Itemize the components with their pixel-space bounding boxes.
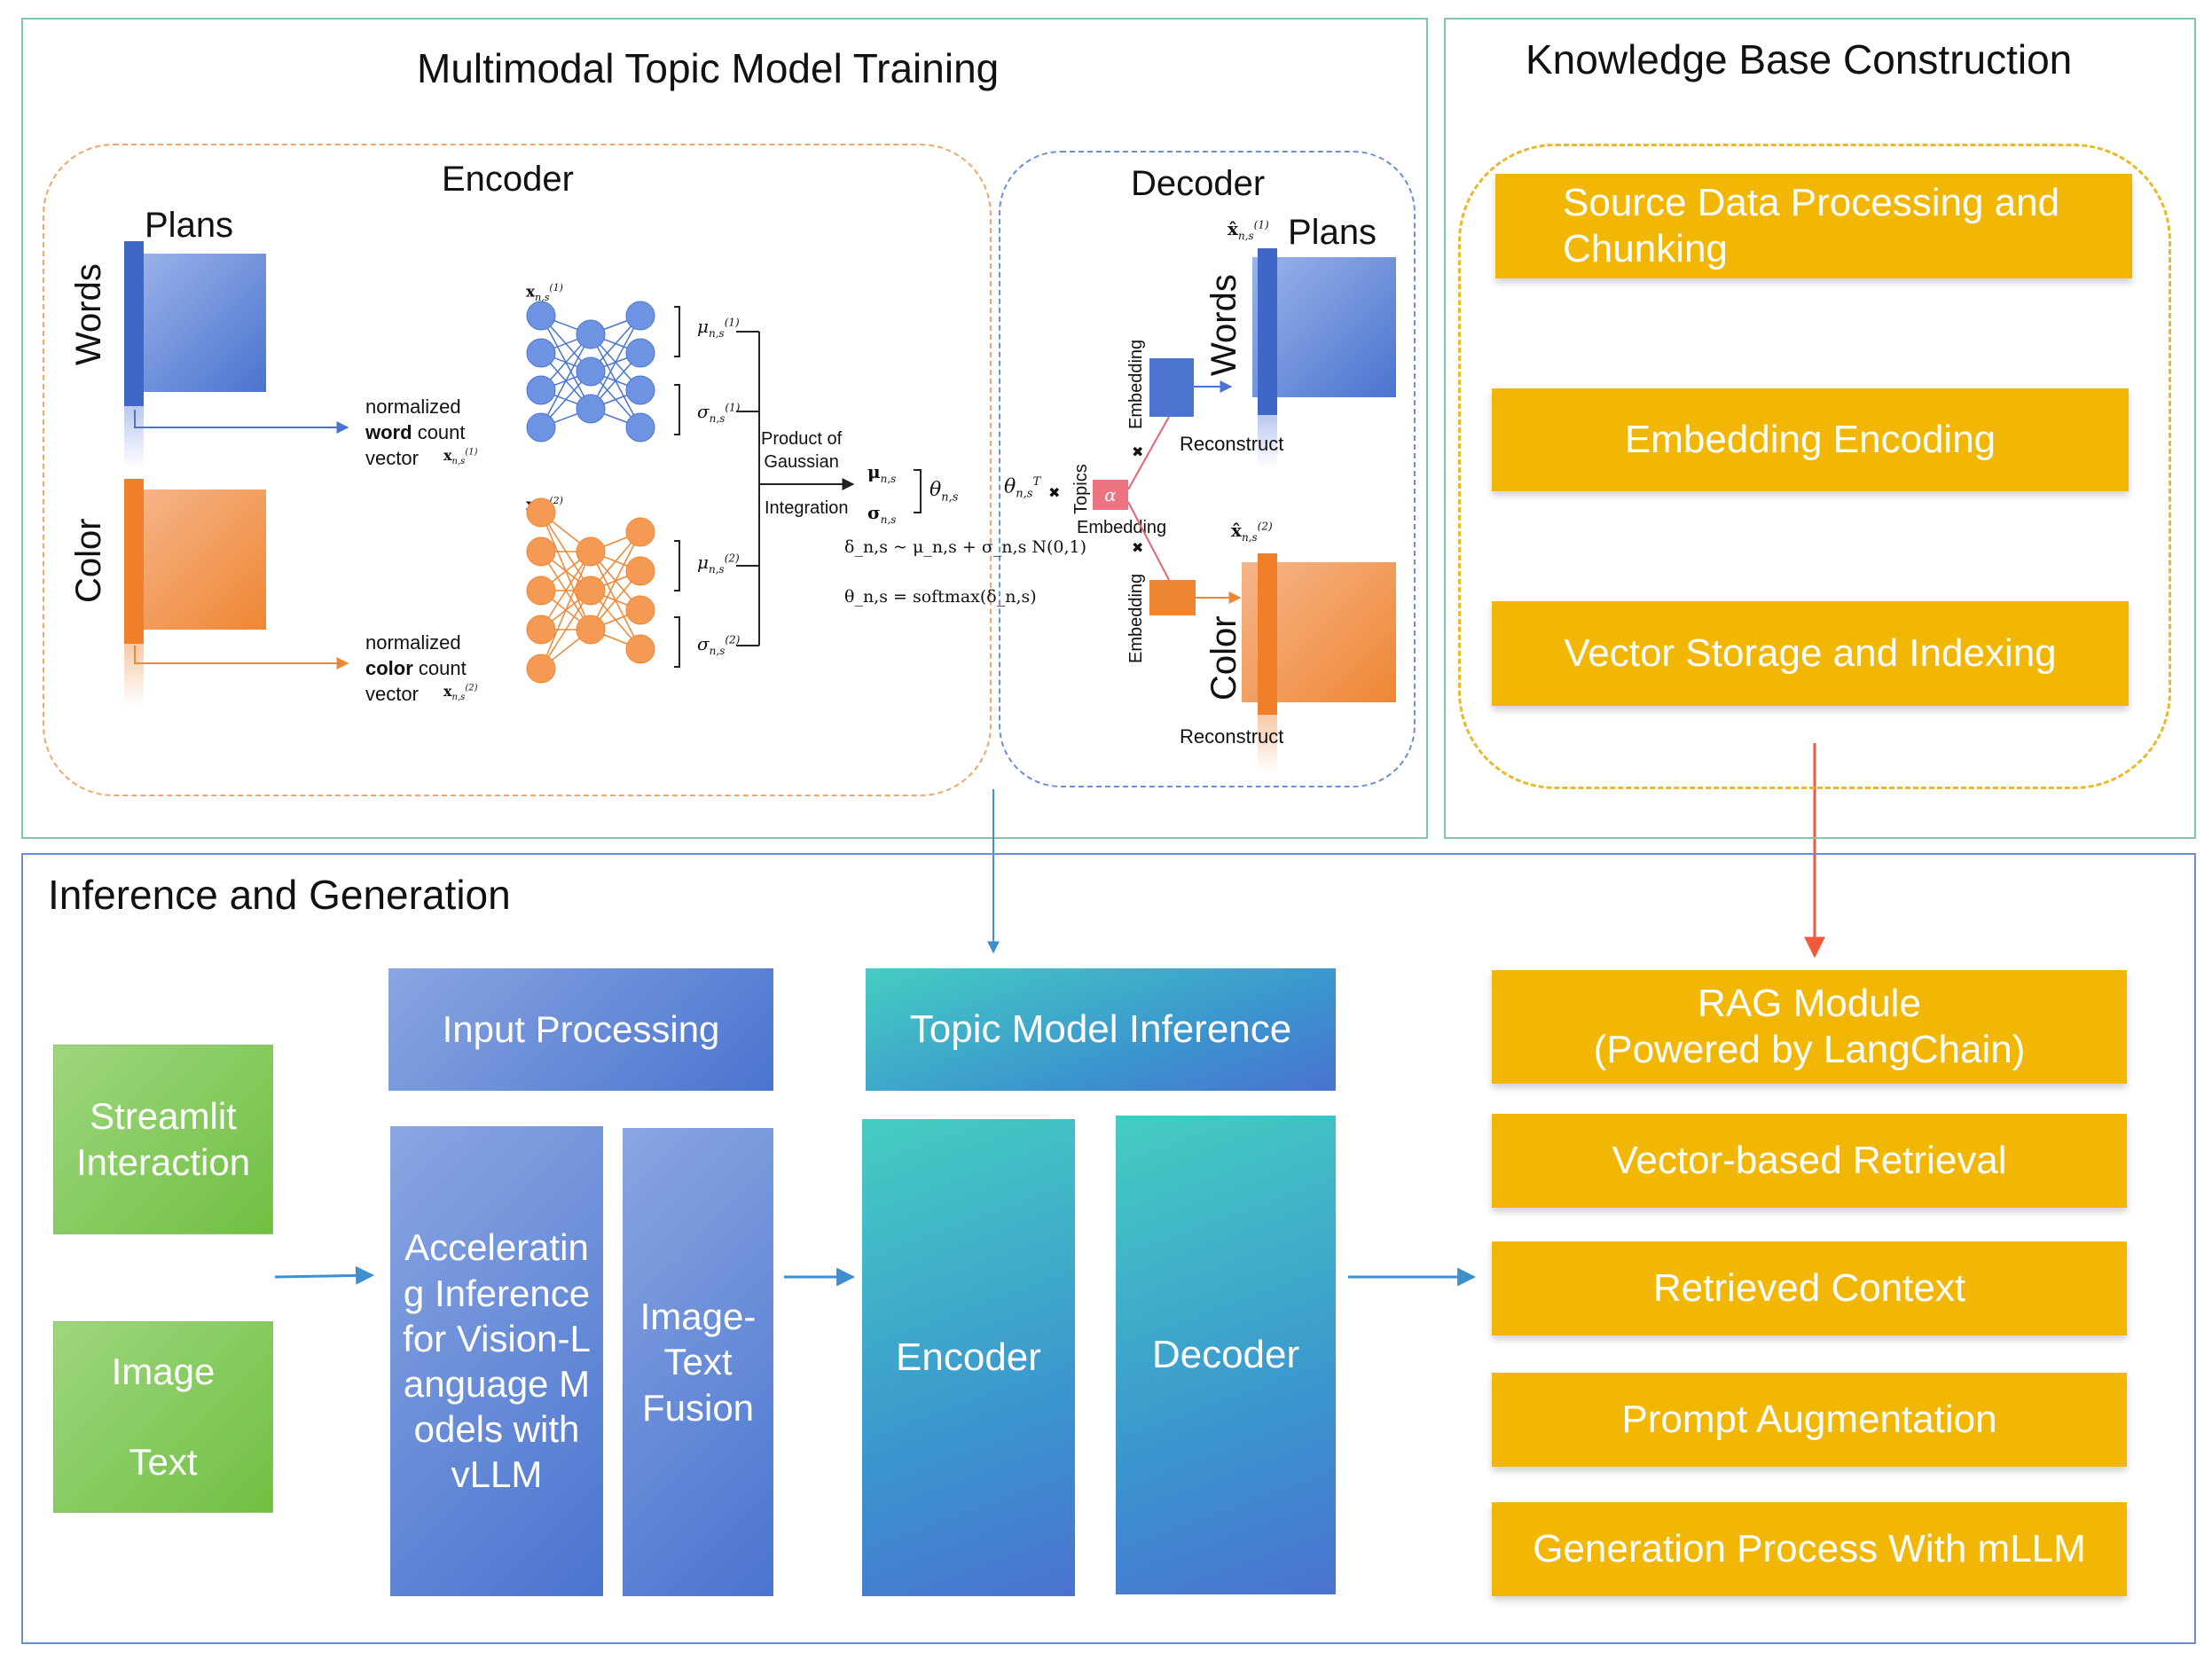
times-icon: ✖: [1048, 486, 1061, 501]
decoder-title: Decoder: [1131, 164, 1266, 203]
rag-module-title: RAG Module: [1698, 982, 1921, 1026]
decoder-words-bar-fade: [1258, 415, 1277, 468]
theta-transpose-label: θn,sT: [1004, 475, 1041, 501]
decoder-words-bar: [1258, 248, 1277, 415]
mu-label: μn,s: [867, 461, 897, 485]
topics-label: Topics: [1071, 464, 1091, 514]
words-plan-block: [135, 254, 266, 392]
mu2-label: μn,s(2): [697, 552, 740, 576]
embedding-center-label: Embedding: [1077, 518, 1167, 537]
inference-panel: [21, 853, 2196, 1644]
color-label: Color: [69, 518, 108, 603]
image-label: Image: [111, 1351, 216, 1392]
words-label: Words: [69, 263, 108, 365]
plans-label: Plans: [145, 206, 234, 245]
inference-decoder-box: Decoder: [1116, 1116, 1336, 1594]
sigma-label: σn,s: [867, 502, 897, 526]
rag-step-prompt-augmentation: Prompt Augmentation: [1492, 1373, 2127, 1467]
xhat2-label: x̂n,s(2): [1231, 520, 1273, 544]
times-color-icon: ✖: [1132, 541, 1144, 556]
rag-step-generation: Generation Process With mLLM: [1492, 1502, 2127, 1596]
decoder-color-label: Color: [1204, 615, 1243, 701]
decoder-region: [999, 151, 1416, 787]
inference-title: Inference and Generation: [48, 872, 511, 918]
x1-label: xn,s(1): [526, 282, 563, 304]
delta-equation: δ_n,s ~ μ_n,s + σ_n,s N(0,1): [844, 537, 1087, 557]
theta-label: θn,s: [930, 479, 959, 505]
times-word-icon: ✖: [1132, 445, 1144, 460]
image-text-box: Image Text: [53, 1321, 273, 1513]
sigma2-label: σn,s(2): [697, 633, 741, 657]
color-vector-label: normalized color count vector: [365, 631, 467, 705]
decoder-color-bar: [1258, 553, 1277, 715]
words-bar-fade: [124, 406, 144, 468]
kb-step-vector-storage: Vector Storage and Indexing: [1492, 601, 2129, 706]
mu1-label: μn,s(1): [697, 316, 740, 340]
encoder-title: Encoder: [442, 160, 574, 199]
word-embedding-label: Embedding: [1126, 339, 1146, 429]
kb-step-source-processing: Source Data Processing and Chunking: [1495, 174, 2132, 278]
x2-inline-label: xn,s(2): [443, 683, 478, 703]
color-embedding-label: Embedding: [1126, 573, 1146, 663]
words-bar: [124, 241, 144, 406]
inference-encoder-box: Encoder: [862, 1119, 1075, 1596]
integration-label: Integration: [765, 498, 849, 518]
training-title: Multimodal Topic Model Training: [417, 45, 1000, 91]
kb-step-embedding-encoding: Embedding Encoding: [1492, 388, 2129, 491]
image-text-fusion-box: Image-Text Fusion: [623, 1128, 773, 1596]
theta-equation: θ_n,s = softmax(δ_n,s): [844, 587, 1037, 607]
sigma1-label: σn,s(1): [697, 401, 741, 425]
color-plan-block: [135, 489, 266, 630]
knowledge-panel: [1444, 18, 2196, 839]
knowledge-region: [1458, 144, 2171, 789]
reconstruct-color-label: Reconstruct: [1180, 725, 1284, 748]
vllm-acceleration-box: Accelerating Inference for Vision-Langua…: [390, 1126, 603, 1596]
knowledge-title: Knowledge Base Construction: [1526, 36, 2073, 82]
color-embedding-block: [1149, 580, 1196, 615]
topic-model-inference-box: Topic Model Inference: [866, 968, 1336, 1091]
encoder-region: [43, 144, 992, 796]
word-vector-label: normalized word count vector: [365, 396, 466, 469]
input-processing-box: Input Processing: [388, 968, 773, 1091]
text-label: Text: [129, 1441, 198, 1483]
rag-step-retrieved-context: Retrieved Context: [1492, 1241, 2127, 1335]
rag-module-box: RAG Module (Powered by LangChain): [1492, 970, 2127, 1084]
color-bar-fade: [124, 644, 144, 706]
word-embedding-block: [1149, 358, 1194, 417]
rag-step-vector-retrieval: Vector-based Retrieval: [1492, 1114, 2127, 1208]
decoder-words-label: Words: [1204, 274, 1243, 376]
decoder-color-bar-fade: [1258, 715, 1277, 773]
rag-module-subtitle: (Powered by LangChain): [1593, 1028, 2026, 1071]
decoder-plans-label: Plans: [1288, 213, 1377, 252]
training-panel: [21, 18, 1428, 839]
streamlit-box: Streamlit Interaction: [53, 1045, 273, 1234]
xhat1-label: x̂n,s(1): [1228, 218, 1269, 242]
color-bar: [124, 479, 144, 644]
alpha-box: α: [1093, 480, 1128, 510]
x1-inline-label: xn,s(1): [443, 447, 478, 467]
x2-label: xn,s(2): [526, 495, 563, 517]
reconstruct-words-label: Reconstruct: [1180, 433, 1284, 455]
